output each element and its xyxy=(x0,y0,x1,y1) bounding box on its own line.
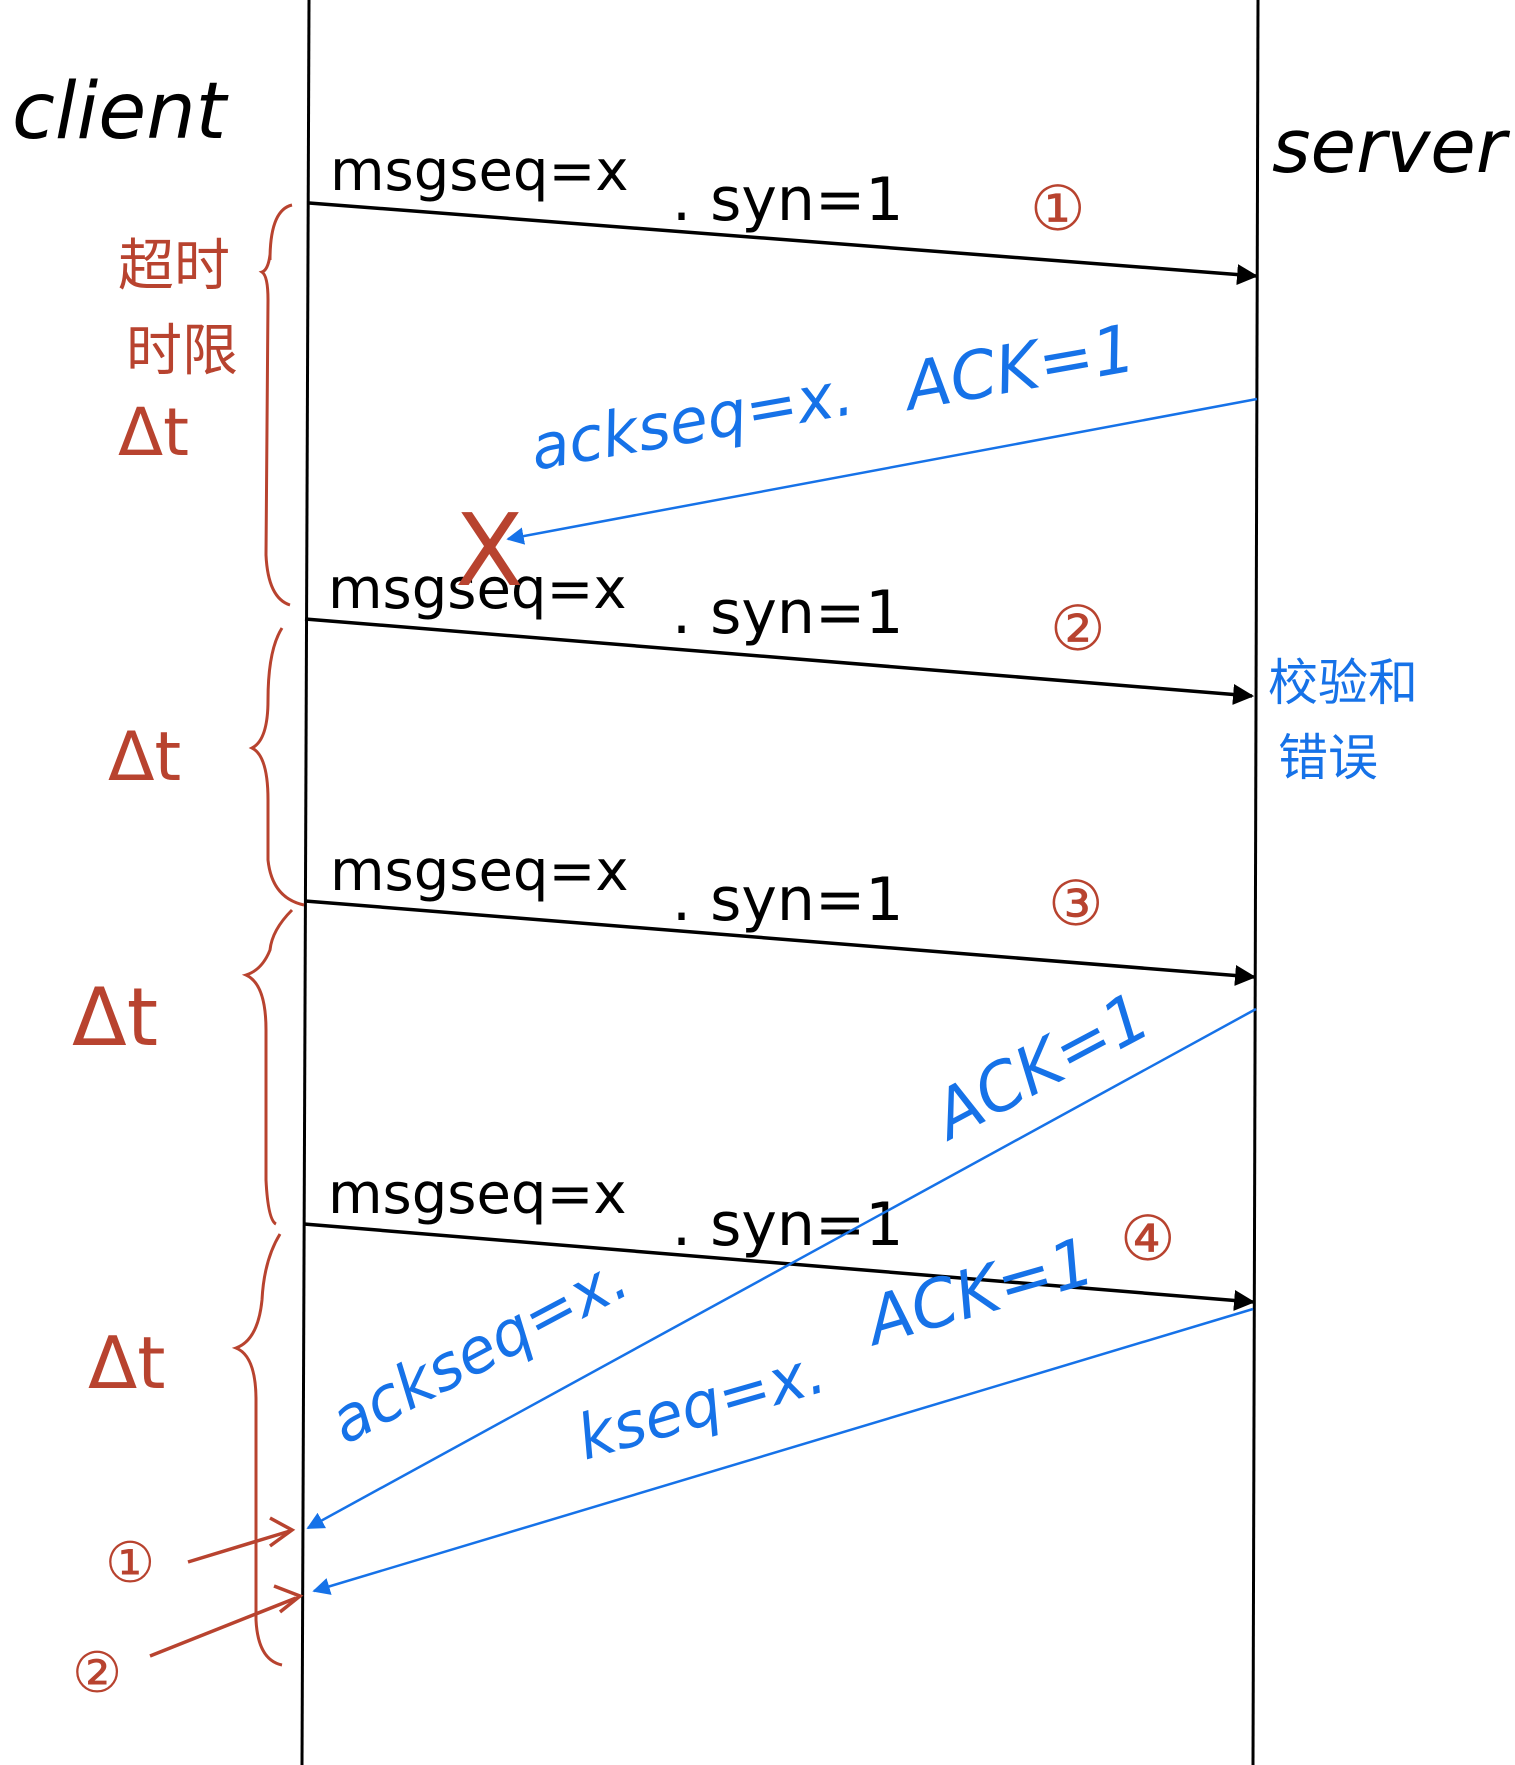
server-label: server xyxy=(1272,104,1511,190)
timeout-2-label: Δt xyxy=(108,718,181,797)
server-note-line-2: 错误 xyxy=(1278,729,1378,787)
lost-packet-mark: X xyxy=(455,492,524,609)
timeout-brace-4 xyxy=(231,1233,283,1667)
message-arrow-2 xyxy=(304,617,1255,705)
message-3-marker: ③ xyxy=(1048,867,1104,940)
ack-arrow-1 xyxy=(506,397,1258,545)
ack-1-ack-label: ACK=1 xyxy=(895,310,1141,427)
timeout-1-line-1: 超时 xyxy=(118,234,230,299)
message-4-marker: ④ xyxy=(1120,1202,1176,1275)
server-lifeline xyxy=(1251,0,1260,1765)
message-2-marker: ② xyxy=(1050,592,1106,665)
receipt-pointer-1-head xyxy=(268,1516,296,1548)
message-arrow-1 xyxy=(308,201,1259,286)
timeout-brace-1 xyxy=(258,203,293,607)
message-2-seq-label: msgseq=x xyxy=(328,557,627,622)
receipt-marker-2: ② xyxy=(72,1641,122,1706)
receipt-marker-1: ① xyxy=(105,1531,155,1596)
timeout-3-label: Δt xyxy=(72,971,158,1064)
receipt-pointer-1 xyxy=(187,1529,291,1564)
message-1-syn-label: . syn=1 xyxy=(672,165,903,235)
message-3-syn-label: . syn=1 xyxy=(672,865,903,935)
message-3-seq-label: msgseq=x xyxy=(330,839,629,904)
client-label: client xyxy=(12,67,229,157)
message-arrow-4 xyxy=(303,1222,1256,1311)
message-arrow-3 xyxy=(304,899,1257,986)
ack-3-seq-label: kseq=x. xyxy=(569,1334,833,1474)
receipt-pointer-2-head xyxy=(273,1584,304,1614)
client-lifeline xyxy=(300,0,311,1765)
timeout-1-line-2: 时限 xyxy=(126,319,238,384)
ack-1-seq-label: ackseq=x. xyxy=(525,356,859,485)
message-4-seq-label: msgseq=x xyxy=(328,1162,627,1227)
timeout-4-label: Δt xyxy=(88,1321,165,1405)
ack-arrow-2 xyxy=(306,1007,1257,1530)
ack-arrow-3 xyxy=(312,1307,1254,1595)
ack-2-ack-label: ACK=1 xyxy=(918,977,1162,1156)
message-4-syn-label: . syn=1 xyxy=(672,1190,903,1260)
timeout-brace-2 xyxy=(248,627,305,907)
timeout-1-line-3: Δt xyxy=(118,394,189,471)
message-1-seq-label: msgseq=x xyxy=(330,139,629,204)
receipt-pointer-2 xyxy=(149,1596,297,1658)
message-2-syn-label: . syn=1 xyxy=(672,578,903,648)
timeout-brace-3 xyxy=(241,908,294,1226)
message-1-marker: ① xyxy=(1030,172,1086,245)
server-note-line-1: 校验和 xyxy=(1268,654,1418,712)
